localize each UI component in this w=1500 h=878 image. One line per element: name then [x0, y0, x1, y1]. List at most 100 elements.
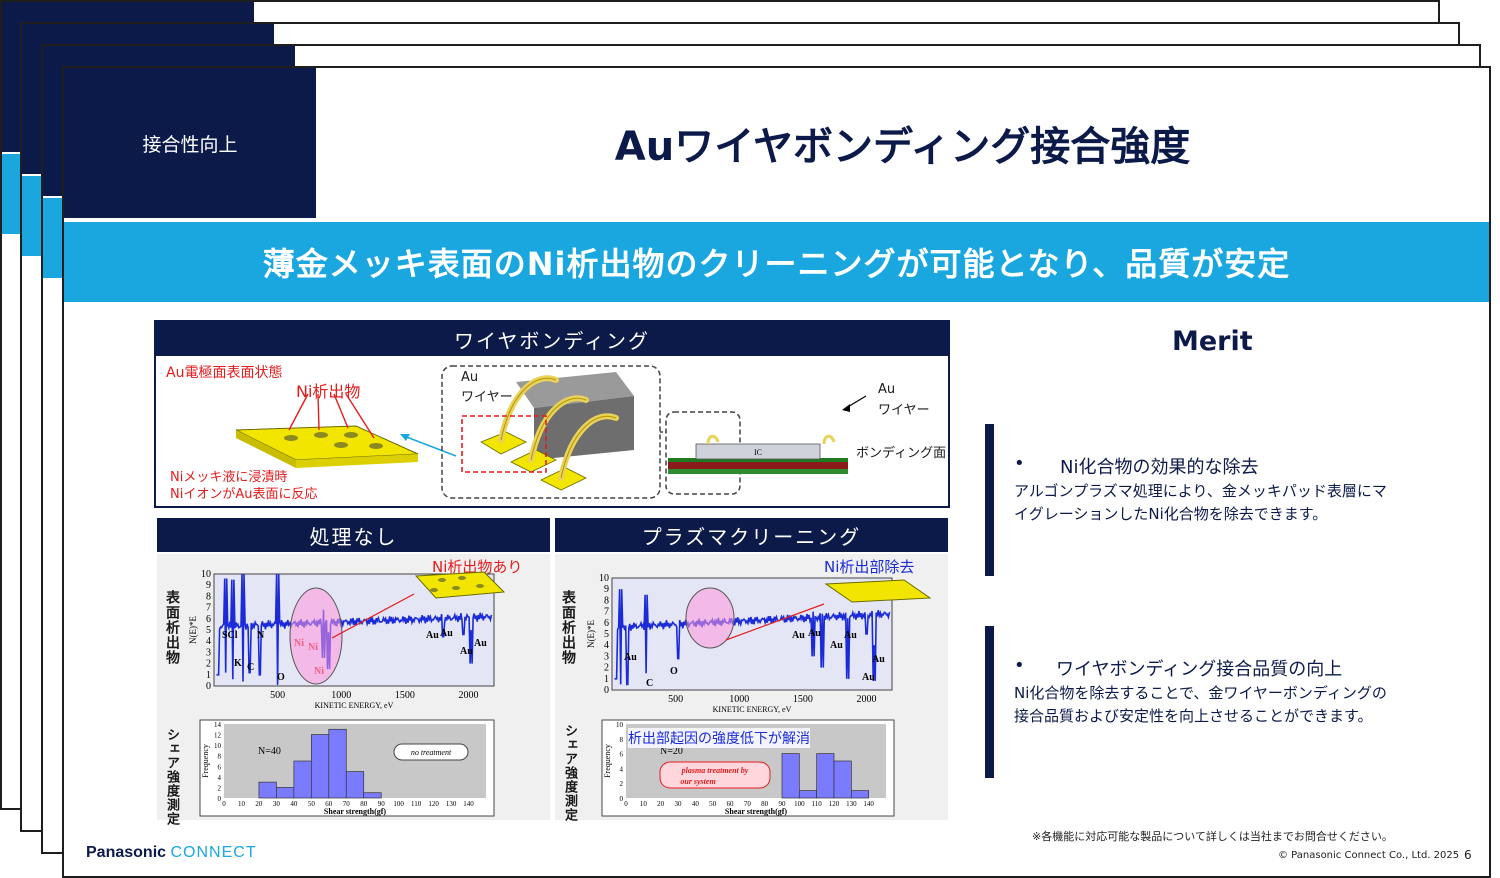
left-peak-label: Au	[426, 630, 439, 641]
ni-note-line1: Niメッキ液に浸漬時	[170, 470, 288, 485]
left-peak-label: Au	[460, 646, 473, 657]
left-hist-n: N=40	[258, 746, 281, 757]
merit-item-2-body: Ni化合物を除去することで、金ワイヤーボンディングの接合品質および安定性を向上さ…	[1014, 684, 1387, 725]
left-ytick: 10	[201, 569, 211, 580]
left-hist-bar	[345, 771, 365, 799]
left-spectrum-line	[216, 573, 493, 685]
right-cleaned-highlight	[685, 587, 735, 649]
left-ni-highlight	[289, 587, 343, 685]
right-hist-xtick: 110	[812, 800, 823, 808]
left-ytick: 8	[206, 591, 211, 602]
left-hist-xtick: 130	[446, 800, 457, 808]
right-spectrum-line	[614, 589, 891, 686]
left-hist-xtick: 80	[360, 800, 368, 808]
merit-bar-1	[985, 424, 994, 576]
right-xlabel: KINETIC ENERGY, eV	[713, 705, 792, 714]
left-plate-icon	[414, 571, 506, 599]
left-hist-xtick: 120	[428, 800, 439, 808]
right-ytick: 6	[604, 618, 609, 629]
left-vlabel-surface: 表面析出物	[164, 590, 180, 665]
right-hist-xtick: 50	[709, 800, 717, 808]
right-hist-ytick: 6	[620, 751, 624, 759]
left-hist-ytick: 2	[218, 784, 222, 792]
right-peak-label: O	[670, 666, 678, 677]
logo-panasonic: Panasonic	[86, 844, 167, 861]
left-hist-xtick: 70	[343, 800, 351, 808]
ic-label: IC	[754, 448, 762, 457]
right-ytick: 9	[604, 584, 609, 595]
left-hist-bar	[328, 728, 347, 799]
right-hist-tag-pill	[659, 761, 771, 789]
left-xtick: 2000	[459, 690, 479, 701]
left-hist-xtick: 100	[393, 800, 404, 808]
right-hist-xtick: 130	[846, 800, 857, 808]
left-hist-xtick: 50	[308, 800, 316, 808]
right-peak-label: Au	[808, 628, 821, 639]
right-hist-xtick: 20	[657, 800, 665, 808]
left-peak-label: K	[234, 658, 242, 669]
right-ytick: 5	[604, 629, 609, 640]
left-ytick: 6	[206, 614, 211, 625]
left-ytick: 7	[206, 603, 211, 614]
slide: 接合性向上 Auワイヤボンディング接合強度 薄金メッキ表面のNi析出物のクリーニ…	[62, 66, 1491, 878]
right-peak-label: C	[646, 678, 653, 689]
wire-bonding-heading: ワイヤボンディング	[156, 322, 948, 356]
right-xtick: 1500	[793, 694, 813, 705]
wire-label-2: ワイヤー	[878, 403, 930, 418]
wire-label-1: ワイヤー	[461, 390, 513, 405]
no-treatment-heading: 処理なし	[157, 518, 550, 552]
ni-precip-label: Ni析出物	[296, 382, 361, 401]
merit-item-1-bullet: •	[1014, 453, 1025, 474]
right-hist-ytick: 2	[620, 780, 624, 788]
left-hist-bar	[293, 760, 312, 799]
right-peak-label: Au	[844, 630, 857, 641]
right-hist-bar	[850, 790, 870, 799]
right-ytick: 3	[604, 651, 609, 662]
right-ytick: 4	[604, 640, 609, 651]
left-hist-bar	[363, 792, 382, 799]
left-callout-line	[331, 593, 415, 639]
right-ylabel: N(E)*E	[586, 620, 596, 648]
merit-item-1-head: Ni化合物の効果的な除去	[1060, 457, 1259, 478]
footer-copyright: © Panasonic Connect Co., Ltd. 2025	[1278, 850, 1460, 861]
left-hist-xtick: 90	[378, 800, 386, 808]
plasma-cleaning-heading: プラズマクリーニング	[555, 518, 948, 552]
left-precip-dot	[452, 586, 460, 590]
right-hist-bar	[833, 760, 852, 799]
right-hist-xtick: 80	[761, 800, 769, 808]
left-ylabel: N(E)*E	[188, 616, 198, 644]
left-hist-bar	[258, 781, 277, 799]
right-hist-xtick: 60	[727, 800, 735, 808]
left-hist-tag-pill	[393, 743, 469, 761]
merit-item-2-head: ワイヤボンディング接合品質の向上	[1056, 659, 1343, 680]
page-number: 6	[1464, 848, 1472, 862]
right-hist-xtick: 70	[744, 800, 752, 808]
bonding-face-label: ボンディング面	[856, 446, 947, 461]
merit-item-2-bullet: •	[1014, 655, 1025, 676]
right-hist-xtick: 140	[863, 800, 874, 808]
left-hist-ytick: 8	[218, 753, 222, 761]
left-hist-ytick: 6	[218, 763, 222, 771]
surface-state-label: Au電極面表面状態	[166, 365, 283, 381]
left-peak-label: O	[277, 672, 285, 683]
left-hist-bar	[276, 787, 295, 799]
left-xlabel: KINETIC ENERGY, eV	[315, 701, 394, 710]
right-hist-tag-2: our system	[680, 777, 715, 786]
left-hist-xlabel: Shear strength(gf)	[324, 807, 386, 816]
right-vlabel-surface: 表面析出物	[560, 590, 576, 665]
left-precip-dot	[430, 588, 438, 592]
pointer-arrow-icon	[403, 435, 457, 457]
right-hist-ytick: 8	[620, 736, 624, 744]
left-hist-ytick: 10	[214, 742, 222, 750]
right-hist-xtick: 40	[692, 800, 700, 808]
wire-bonding-illustration: IC	[235, 365, 867, 499]
right-hist-xtick: 0	[624, 800, 628, 808]
left-precip-dot	[476, 584, 484, 588]
headline-banner: 薄金メッキ表面のNi析出物のクリーニングが可能となり、品質が安定	[64, 222, 1489, 302]
right-hist-ytick: 0	[620, 795, 624, 803]
right-ytick: 1	[604, 674, 609, 685]
right-xtick: 2000	[857, 694, 877, 705]
merit-title: Merit	[1172, 326, 1253, 357]
right-hist-xtick: 10	[640, 800, 648, 808]
